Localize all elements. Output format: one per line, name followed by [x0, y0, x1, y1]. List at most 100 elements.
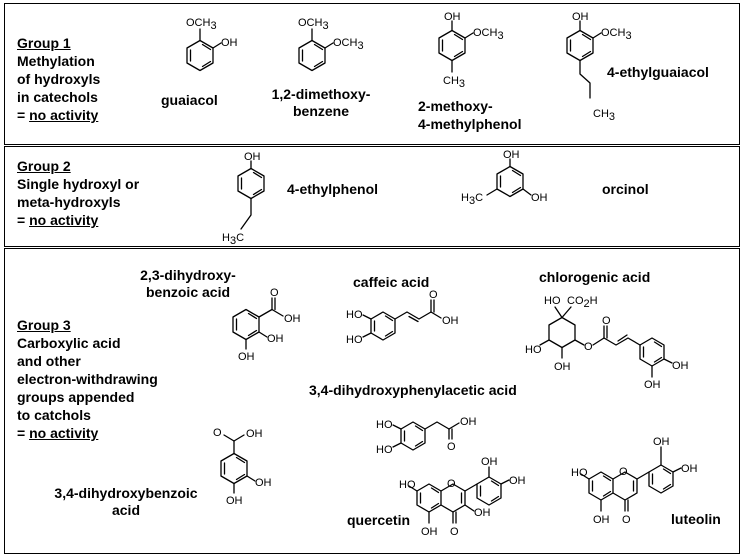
group-1-panel: Group 1 Methylation of hydroxyls in cate…	[4, 3, 740, 145]
hydroxyl-label: OH	[421, 526, 438, 538]
methoxymethylphenol-structure: OH OCH3 CH3	[438, 11, 504, 90]
hydroxyl-label: OH	[503, 149, 520, 161]
hydroxyl-label: OH	[284, 313, 301, 325]
compound-3-4-dihydroxybenzoic-acid: 3,4-dihydroxybenzoic acid	[54, 485, 198, 518]
group-3-result-line: = no activity	[17, 425, 99, 441]
methyl-label: H3C	[222, 232, 244, 247]
hydroxyl-label: OH	[442, 315, 459, 327]
group-3-panel: Group 3 Carboxylic acid and other electr…	[4, 248, 740, 554]
compound-caffeic-acid: caffeic acid	[353, 274, 430, 290]
group-1-description: Group 1 Methylation of hydroxyls in cate…	[17, 34, 100, 124]
hydroxyl-label: HO	[346, 334, 363, 346]
hydroxyl-label: OH	[267, 333, 284, 345]
group-1-result-line: = no activity	[17, 107, 99, 123]
hydroxyl-label: OH	[554, 361, 571, 373]
chlorogenic-acid-structure: HO CO2H HO OH O O OH OH	[525, 295, 689, 391]
group-3-line-1: Carboxylic acid	[17, 335, 121, 351]
compound-2-3-dihydroxybenzoic-acid: 2,3-dihydroxy- benzoic acid	[140, 267, 236, 300]
group-1-line-2: of hydroxyls	[17, 71, 101, 87]
compound-guaiacol: guaiacol	[161, 92, 218, 108]
hydroxyl-label: OH	[460, 416, 477, 428]
group-2-description: Group 2 Single hydroxyl or meta-hydroxyl…	[17, 157, 139, 229]
hydroxyl-label: OH	[226, 495, 243, 507]
orcinol-structure: OH H3C OH	[461, 149, 548, 207]
hydroxyl-label: OH	[244, 151, 261, 163]
group-2-title: Group 2	[17, 158, 71, 174]
methyl-label: H3C	[461, 192, 483, 207]
hydroxyl-label: OH	[255, 477, 272, 489]
hydroxyl-label: OH	[531, 192, 548, 204]
hydroxyl-label: OH	[481, 456, 498, 468]
group-3-line-5: to catchols	[17, 407, 91, 423]
dihydroxyphenylacetic-acid-structure: HO HO OH O	[376, 416, 477, 456]
hydroxyl-label: HO	[346, 309, 363, 321]
dimethoxybenzene-structure: OCH3 OCH3	[298, 17, 364, 72]
guaiacol-structure: OCH3 OH	[186, 17, 238, 72]
compound-orcinol: orcinol	[602, 181, 649, 197]
group-1-line-1: Methylation	[17, 53, 95, 69]
hydroxyl-label: OH	[444, 11, 461, 23]
carbonyl-oxygen-label: O	[447, 441, 456, 453]
methoxy-label: OCH3	[298, 17, 329, 32]
hydroxyl-label: HO	[376, 419, 393, 431]
group-1-result: no activity	[29, 107, 99, 123]
hydroxyl-label: HO	[525, 344, 542, 356]
carbonyl-oxygen-label: O	[270, 287, 279, 299]
methyl-label: CH3	[593, 108, 615, 123]
group-3-line-4: groups appended	[17, 389, 135, 405]
quercetin-structure: O HO OH O OH OH OH	[399, 456, 526, 538]
carbonyl-oxygen-label: O	[622, 514, 631, 526]
methyl-label: CH3	[443, 75, 465, 90]
group-3-description: Group 3 Carboxylic acid and other electr…	[17, 316, 158, 442]
compound-quercetin: quercetin	[347, 512, 411, 528]
caffeic-acid-structure: HO HO O OH	[346, 289, 459, 346]
methoxy-label: OCH3	[473, 27, 504, 42]
hydroxyl-label: HO	[571, 467, 588, 479]
carbonyl-oxygen-label: O	[450, 526, 459, 538]
group-3-result: no activity	[29, 425, 99, 441]
carboxyl-label: CO2H	[567, 295, 598, 310]
ethylguaiacol-structure: OH OCH3 CH3	[566, 11, 632, 123]
ester-oxygen-label: O	[584, 341, 593, 353]
group-2-panel: Group 2 Single hydroxyl or meta-hydroxyl…	[4, 146, 740, 247]
carbonyl-oxygen-label: O	[213, 427, 222, 439]
compound-4-ethylphenol: 4-ethylphenol	[287, 181, 379, 197]
methoxy-label: OCH3	[186, 17, 217, 32]
hydroxyl-label: OH	[593, 514, 610, 526]
dihydroxybenzoic-acid-23-structure: O OH OH OH	[232, 287, 301, 363]
group-2-result-line: = no activity	[17, 212, 99, 228]
hydroxyl-label: OH	[644, 379, 661, 391]
group-1-title: Group 1	[17, 35, 71, 51]
hydroxyl-label: OH	[681, 463, 698, 475]
hydroxyl-label: OH	[238, 351, 255, 363]
compound-chlorogenic-acid: chlorogenic acid	[539, 269, 651, 285]
hydroxyl-label: HO	[376, 444, 393, 456]
ring-oxygen-label: O	[619, 466, 628, 478]
group-1-line-3: in catechols	[17, 89, 98, 105]
carbonyl-oxygen-label: O	[429, 289, 438, 301]
group-2-result: no activity	[29, 212, 99, 228]
carbonyl-oxygen-label: O	[602, 315, 611, 327]
ring-oxygen-label: O	[447, 478, 456, 490]
hydroxyl-label: HO	[399, 479, 416, 491]
compound-luteolin: luteolin	[671, 511, 721, 527]
compound-1-2-dimethoxybenzene: 1,2-dimethoxy- benzene	[271, 86, 371, 119]
hydroxyl-label: OH	[572, 11, 589, 23]
group-2-line-2: meta-hydroxyls	[17, 194, 121, 210]
group-2-line-1: Single hydroxyl or	[17, 176, 140, 192]
hydroxyl-label: OH	[672, 360, 689, 372]
hydroxyl-label: OH	[221, 37, 238, 49]
hydroxyl-label: OH	[246, 428, 263, 440]
group-3-title: Group 3	[17, 317, 71, 333]
group-3-line-2: and other	[17, 353, 81, 369]
compound-3-4-dihydroxyphenylacetic-acid: 3,4-dihydroxyphenylacetic acid	[309, 382, 517, 398]
methoxy-label: OCH3	[601, 27, 632, 42]
compound-4-ethylguaiacol: 4-ethylguaiacol	[607, 64, 709, 80]
dihydroxybenzoic-acid-34-structure: O OH OH OH	[213, 427, 272, 507]
ethylphenol-structure: OH H3C	[222, 151, 265, 247]
hydroxyl-label: OH	[653, 436, 670, 448]
compound-2-methoxy-4-methylphenol: 2-methoxy- 4-methylphenol	[418, 98, 522, 132]
hydroxyl-label: OH	[474, 507, 491, 519]
hydroxyl-label: OH	[509, 475, 526, 487]
methoxy-label: OCH3	[333, 37, 364, 52]
